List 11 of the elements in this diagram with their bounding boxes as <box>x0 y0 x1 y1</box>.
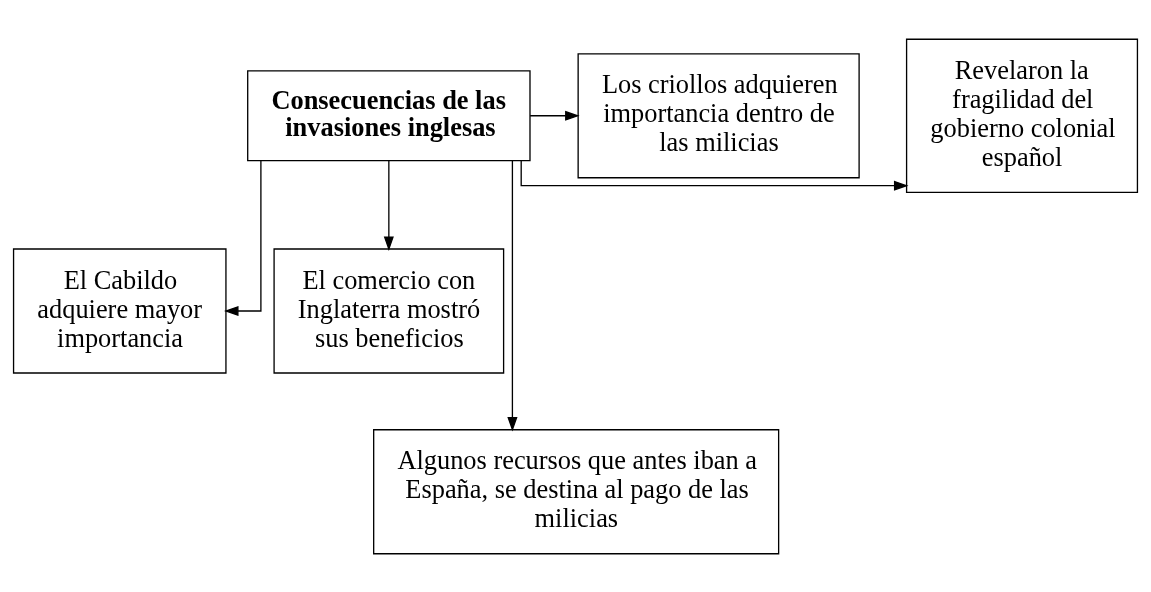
node-box: El comercio con Inglaterra mostró sus beneficios <box>273 247 505 374</box>
arrow <box>224 159 262 316</box>
node-box: El Cabildo adquiere mayor importancia <box>12 247 227 374</box>
node-box: Consecuencias de las invasiones inglesas <box>247 69 531 161</box>
arrow <box>529 110 580 121</box>
arrow <box>520 159 909 191</box>
node-box: Algunos recursos que antes iban a España, se destina al pago de las milicias <box>373 428 780 554</box>
node-box: Revelaron la fragilidad del gobierno colonial español <box>905 38 1139 193</box>
node-box: Los criollos adquieren importancia dentro de las milicias <box>577 52 860 178</box>
arrow <box>383 159 394 251</box>
arrow <box>507 159 518 432</box>
